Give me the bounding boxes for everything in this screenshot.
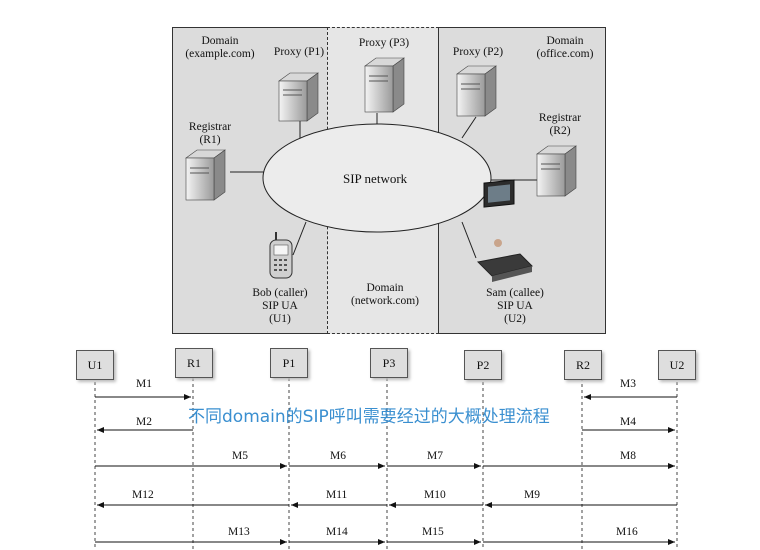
proxy-p3-label: Proxy (P3) (358, 37, 410, 49)
lane-r2: R2 (564, 350, 602, 380)
domain-example-label: Domain (example.com) (180, 35, 260, 61)
domain-example-sub: (example.com) (185, 48, 255, 60)
sam-label: Sam (callee) SIP UA (U2) (477, 287, 553, 326)
bob-line1: Bob (caller) (252, 287, 308, 299)
registrar-r1-name: Registrar (188, 121, 232, 133)
lane-p2: P2 (464, 350, 502, 380)
registrar-r2-label: Registrar (R2) (528, 112, 592, 138)
msg-label-m7: M7 (427, 450, 443, 462)
proxy-p2-label: Proxy (P2) (452, 46, 504, 58)
registrar-r1-label: Registrar (R1) (178, 121, 242, 147)
domain-network-sub: (network.com) (350, 295, 420, 307)
sip-network-label: SIP network (343, 171, 408, 186)
mobile-phone-icon (269, 232, 293, 279)
lane-u1: U1 (76, 350, 114, 380)
lane-p1: P1 (270, 348, 308, 378)
bob-label: Bob (caller) SIP UA (U1) (244, 287, 316, 326)
link-bob (292, 221, 307, 256)
msg-label-m2: M2 (136, 416, 152, 428)
proxy-p1-label: Proxy (P1) (273, 46, 325, 58)
sam-line2: SIP UA (497, 300, 533, 312)
domain-example-name: Domain (201, 35, 239, 47)
msg-label-m9: M9 (524, 489, 540, 501)
registrar-r1-id: (R1) (199, 134, 221, 146)
server-icon-r1 (185, 149, 226, 201)
link-sam (461, 221, 477, 259)
domain-office-sub: (office.com) (536, 48, 594, 60)
msg-label-m15: M15 (422, 526, 444, 538)
msg-label-m8: M8 (620, 450, 636, 462)
message-arrows (95, 394, 677, 545)
server-icon-p1 (278, 72, 319, 122)
sip-network-cloud (262, 123, 492, 233)
msg-label-m1: M1 (136, 378, 152, 390)
bob-line3: (U1) (269, 313, 291, 325)
bob-line2: SIP UA (262, 300, 298, 312)
link-p2 (461, 116, 477, 139)
msg-label-m12: M12 (132, 489, 154, 501)
server-icon-r2 (536, 145, 577, 197)
lane-p3: P3 (370, 348, 408, 378)
domain-network-label: Domain (network.com) (346, 282, 424, 308)
video-phone-icon (476, 179, 533, 282)
msg-label-m4: M4 (620, 416, 636, 428)
flow-caption: 不同domain的SIP呼叫需要经过的大概处理流程 (188, 407, 550, 427)
msg-label-m3: M3 (620, 378, 636, 390)
msg-label-m11: M11 (326, 489, 348, 501)
msg-label-m14: M14 (326, 526, 348, 538)
domain-office-name: Domain (546, 35, 584, 47)
registrar-r2-id: (R2) (549, 125, 571, 137)
sam-line3: (U2) (504, 313, 526, 325)
sam-line1: Sam (callee) (486, 287, 544, 299)
server-icon-p3 (364, 57, 405, 113)
domain-network-name: Domain (366, 282, 404, 294)
registrar-r2-name: Registrar (538, 112, 582, 124)
msg-label-m16: M16 (616, 526, 638, 538)
lane-u2: U2 (658, 350, 696, 380)
server-icon-p2 (456, 65, 497, 117)
msg-label-m13: M13 (228, 526, 250, 538)
msg-label-m6: M6 (330, 450, 346, 462)
domain-office-label: Domain (office.com) (530, 35, 600, 61)
lane-r1: R1 (175, 348, 213, 378)
connection-lines (230, 113, 540, 259)
msg-label-m10: M10 (424, 489, 446, 501)
msg-label-m5: M5 (232, 450, 248, 462)
